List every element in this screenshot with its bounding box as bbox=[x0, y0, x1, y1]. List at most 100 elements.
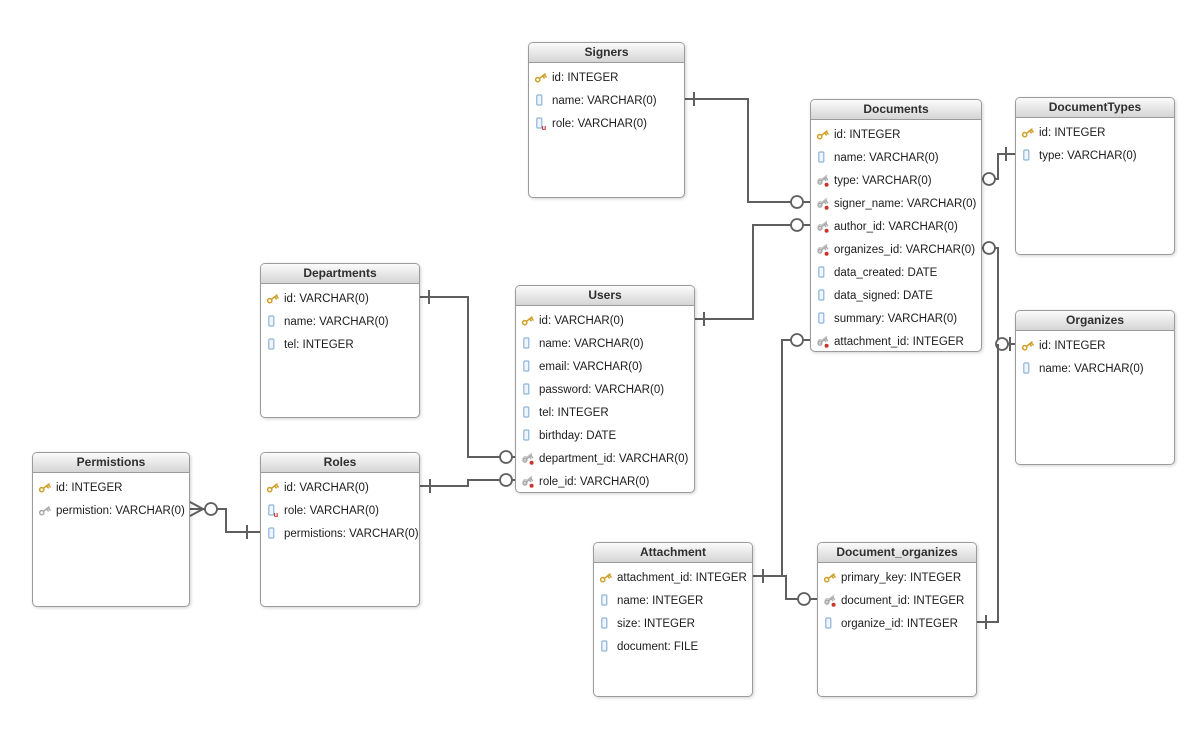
column-label: name: VARCHAR(0) bbox=[284, 315, 389, 328]
column-label: attachment_id: INTEGER bbox=[834, 335, 964, 348]
column-row[interactable]: data_signed: DATE bbox=[811, 284, 981, 307]
column-row[interactable]: type: VARCHAR(0) bbox=[1016, 144, 1174, 167]
column-row[interactable]: permistions: VARCHAR(0) bbox=[261, 522, 419, 545]
table-documenttypes[interactable]: DocumentTypes id: INTEGER type: VARCHAR(… bbox=[1015, 97, 1175, 255]
column-row[interactable]: name: VARCHAR(0) bbox=[261, 310, 419, 333]
table-permistions[interactable]: Permistions id: INTEGER permistion: VARC… bbox=[32, 452, 190, 607]
column-label: signer_name: VARCHAR(0) bbox=[834, 197, 977, 210]
foreign-key-icon bbox=[817, 335, 829, 348]
table-organizes[interactable]: Organizes id: INTEGER name: VARCHAR(0) bbox=[1015, 310, 1175, 465]
relationship-documents-documenttypes[interactable] bbox=[982, 147, 1015, 186]
relationship-permistions-roles[interactable] bbox=[189, 501, 260, 539]
column-row[interactable]: permistion: VARCHAR(0) bbox=[33, 499, 189, 522]
column-icon bbox=[1023, 362, 1030, 374]
column-row[interactable]: name: VARCHAR(0) bbox=[516, 332, 694, 355]
column-row[interactable]: primary_key: INTEGER bbox=[818, 566, 976, 589]
column-row[interactable]: id: VARCHAR(0) bbox=[516, 309, 694, 332]
column-row[interactable]: name: INTEGER bbox=[594, 589, 752, 612]
primary-key-icon bbox=[1021, 128, 1034, 138]
table-title[interactable]: Users bbox=[516, 286, 694, 306]
table-roles[interactable]: Roles id: VARCHAR(0) u role: VARCHAR(0) … bbox=[260, 452, 420, 607]
column-label: permistions: VARCHAR(0) bbox=[284, 527, 419, 540]
column-row[interactable]: id: INTEGER bbox=[811, 123, 981, 146]
column-row[interactable]: department_id: VARCHAR(0) bbox=[516, 447, 694, 470]
column-list: primary_key: INTEGER document_id: INTEGE… bbox=[818, 563, 976, 635]
column-row[interactable]: document_id: INTEGER bbox=[818, 589, 976, 612]
column-icon bbox=[818, 151, 825, 163]
column-icon bbox=[523, 429, 530, 441]
relationship-documentorganizes-documents[interactable] bbox=[782, 575, 817, 606]
table-title[interactable]: Permistions bbox=[33, 453, 189, 473]
primary-key-icon bbox=[534, 73, 547, 83]
column-row[interactable]: summary: VARCHAR(0) bbox=[811, 307, 981, 330]
column-row[interactable]: password: VARCHAR(0) bbox=[516, 378, 694, 401]
column-row[interactable]: birthday: DATE bbox=[516, 424, 694, 447]
column-row[interactable]: name: VARCHAR(0) bbox=[529, 89, 684, 112]
column-row[interactable]: attachment_id: INTEGER bbox=[594, 566, 752, 589]
table-documents[interactable]: Documents id: INTEGER name: VARCHAR(0) t… bbox=[810, 99, 982, 352]
relationship-signers-documents[interactable] bbox=[685, 92, 810, 209]
column-icon bbox=[523, 337, 530, 349]
column-row[interactable]: type: VARCHAR(0) bbox=[811, 169, 981, 192]
cardinality-zero-circle bbox=[790, 195, 804, 209]
column-icon bbox=[825, 617, 832, 629]
table-document_organizes[interactable]: Document_organizes primary_key: INTEGER … bbox=[817, 542, 977, 697]
column-row[interactable]: name: VARCHAR(0) bbox=[811, 146, 981, 169]
column-row[interactable]: id: INTEGER bbox=[529, 66, 684, 89]
unique-icon: u bbox=[536, 117, 547, 130]
column-row[interactable]: id: VARCHAR(0) bbox=[261, 287, 419, 310]
column-row[interactable]: name: VARCHAR(0) bbox=[1016, 357, 1174, 380]
column-list: id: INTEGER type: VARCHAR(0) bbox=[1016, 118, 1174, 167]
column-label: password: VARCHAR(0) bbox=[539, 383, 665, 396]
table-title[interactable]: Organizes bbox=[1016, 311, 1174, 331]
column-label: type: VARCHAR(0) bbox=[834, 174, 932, 187]
table-title[interactable]: Attachment bbox=[594, 543, 752, 563]
table-title[interactable]: DocumentTypes bbox=[1016, 98, 1174, 118]
relationship-roles-users[interactable] bbox=[420, 473, 515, 493]
column-row[interactable]: email: VARCHAR(0) bbox=[516, 355, 694, 378]
column-row[interactable]: data_created: DATE bbox=[811, 261, 981, 284]
table-attachment[interactable]: Attachment attachment_id: INTEGER name: … bbox=[593, 542, 753, 697]
column-label: tel: INTEGER bbox=[284, 338, 354, 351]
table-signers[interactable]: Signers id: INTEGER name: VARCHAR(0) u r… bbox=[528, 42, 685, 198]
relationship-users-documents[interactable] bbox=[695, 218, 810, 326]
column-row[interactable]: organizes_id: VARCHAR(0) bbox=[811, 238, 981, 261]
column-row[interactable]: organize_id: INTEGER bbox=[818, 612, 976, 635]
column-row[interactable]: signer_name: VARCHAR(0) bbox=[811, 192, 981, 215]
column-row[interactable]: id: INTEGER bbox=[1016, 121, 1174, 144]
relationship-attachment-documents[interactable] bbox=[753, 333, 810, 583]
column-label: organizes_id: VARCHAR(0) bbox=[834, 243, 976, 256]
relationship-departments-users[interactable] bbox=[420, 290, 515, 464]
column-row[interactable]: tel: INTEGER bbox=[516, 401, 694, 424]
column-row[interactable]: id: INTEGER bbox=[33, 476, 189, 499]
column-row[interactable]: tel: INTEGER bbox=[261, 333, 419, 356]
column-label: summary: VARCHAR(0) bbox=[834, 312, 958, 325]
table-title[interactable]: Roles bbox=[261, 453, 419, 473]
column-row[interactable]: u role: VARCHAR(0) bbox=[529, 112, 684, 135]
column-row[interactable]: role_id: VARCHAR(0) bbox=[516, 470, 694, 493]
primary-key-icon bbox=[599, 573, 612, 583]
column-label: role: VARCHAR(0) bbox=[552, 117, 647, 130]
column-icon bbox=[268, 527, 275, 539]
column-row[interactable]: size: INTEGER bbox=[594, 612, 752, 635]
foreign-key-icon bbox=[522, 452, 534, 465]
table-title[interactable]: Documents bbox=[811, 100, 981, 120]
table-title[interactable]: Document_organizes bbox=[818, 543, 976, 563]
column-row[interactable]: u role: VARCHAR(0) bbox=[261, 499, 419, 522]
relationship-documents-organizes[interactable] bbox=[982, 241, 1015, 351]
relationship-documentorganizes-organizes[interactable] bbox=[977, 344, 999, 629]
table-departments[interactable]: Departments id: VARCHAR(0) name: VARCHAR… bbox=[260, 263, 420, 418]
column-row[interactable]: document: FILE bbox=[594, 635, 752, 658]
table-title[interactable]: Signers bbox=[529, 43, 684, 63]
column-row[interactable]: author_id: VARCHAR(0) bbox=[811, 215, 981, 238]
column-row[interactable]: attachment_id: INTEGER bbox=[811, 330, 981, 353]
column-label: id: INTEGER bbox=[1039, 339, 1106, 352]
column-list: id: VARCHAR(0) u role: VARCHAR(0) permis… bbox=[261, 473, 419, 545]
column-row[interactable]: id: INTEGER bbox=[1016, 334, 1174, 357]
table-users[interactable]: Users id: VARCHAR(0) name: VARCHAR(0) em… bbox=[515, 285, 695, 493]
column-label: id: INTEGER bbox=[56, 481, 123, 494]
table-title[interactable]: Departments bbox=[261, 264, 419, 284]
column-label: permistion: VARCHAR(0) bbox=[56, 504, 185, 517]
column-row[interactable]: id: VARCHAR(0) bbox=[261, 476, 419, 499]
column-icon bbox=[818, 289, 825, 301]
